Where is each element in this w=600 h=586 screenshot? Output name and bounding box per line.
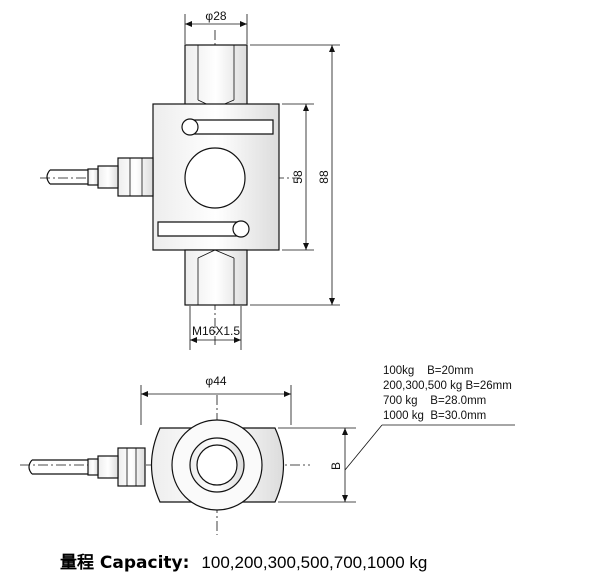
leader-line <box>344 424 383 471</box>
dim-inner-height: 58 <box>291 170 305 184</box>
dim-b-label: B <box>329 462 343 470</box>
dim-total-height: 88 <box>317 170 331 184</box>
capacity-line: 量程 Capacity: 100,200,300,500,700,1000 kg <box>60 552 427 573</box>
upper-slot <box>190 119 274 135</box>
front-view <box>40 14 340 350</box>
cable-end <box>46 169 51 185</box>
top-thread-stud <box>184 44 248 106</box>
top-view <box>20 385 515 535</box>
center-hole <box>184 147 246 209</box>
capacity-values: 100,200,300,500,700,1000 kg <box>201 553 427 572</box>
bottom-thread-stud <box>184 249 248 306</box>
note-200-500kg: 200,300,500 kg B=26mm <box>383 380 512 392</box>
dim-body-width: φ44 <box>205 374 226 388</box>
lower-slot <box>157 221 241 237</box>
note-1000kg: 1000 kg B=30.0mm <box>383 410 486 422</box>
note-700kg: 700 kg B=28.0mm <box>383 395 486 407</box>
capacity-label: 量程 Capacity: <box>60 552 189 573</box>
cable-gland <box>117 157 154 197</box>
dim-thread-spec: M16X1.5 <box>192 324 240 338</box>
note-100kg: 100kg B=20mm <box>383 365 473 377</box>
b-value-notes: 100kg B=20mm 200,300,500 kg B=26mm 700 k… <box>383 365 512 422</box>
lower-slot-hole <box>232 220 250 238</box>
upper-slot-hole <box>181 118 199 136</box>
dim-thread-diameter: φ28 <box>205 9 226 23</box>
top-view-bore <box>196 444 238 486</box>
cable-strain-relief <box>97 165 119 189</box>
top-view-cable-gland <box>117 447 146 487</box>
